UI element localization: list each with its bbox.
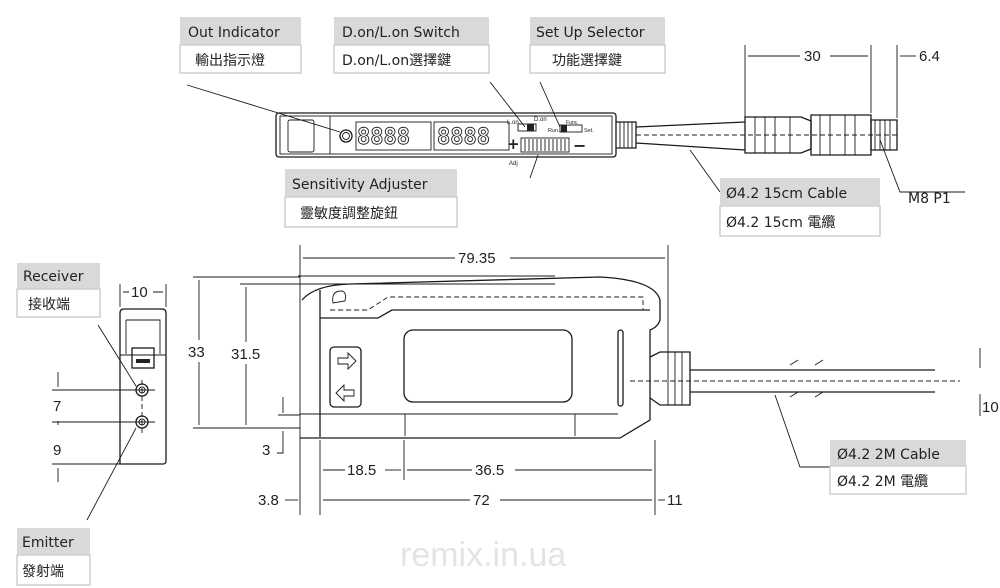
svg-text:Ø4.2 2M 電纜: Ø4.2 2M 電纜 <box>837 473 928 490</box>
dim-rail-offset: 3 <box>262 442 270 459</box>
dim-cable-height: 10 <box>982 399 999 416</box>
side-dimensions: 79.35 33 31.5 3 18.5 36.5 3.8 72 11 10 <box>188 245 999 515</box>
cable-15cm <box>616 121 900 151</box>
sensitivity-adjuster-dial[interactable] <box>520 137 570 153</box>
svg-text:Emitter: Emitter <box>22 535 74 551</box>
svg-text:Out Indicator: Out Indicator <box>188 25 280 41</box>
label-emitter: Emitter 發射端 <box>16 528 91 586</box>
side-view-amplifier <box>298 275 960 439</box>
m8-connector <box>744 114 898 156</box>
minus-label: − <box>573 136 586 155</box>
label-receiver: Receiver 接收端 <box>16 263 101 318</box>
dim-front-width: 10 <box>131 284 148 301</box>
svg-text:功能選擇鍵: 功能選擇鍵 <box>552 53 622 69</box>
dim-hole-bottom: 9 <box>53 442 61 459</box>
plus-label: + <box>507 135 520 153</box>
svg-text:Sensitivity Adjuster: Sensitivity Adjuster <box>292 177 428 193</box>
watermark: remix.in.ua <box>400 536 566 574</box>
svg-text:Set Up Selector: Set Up Selector <box>536 25 645 41</box>
label-cable-2m: Ø4.2 2M Cable Ø4.2 2M 電纜 <box>829 440 967 495</box>
front-view-amplifier: 7 9 10 <box>52 284 167 482</box>
dim-connector-length: 30 <box>804 48 821 65</box>
out-indicator-led-icon <box>339 129 353 143</box>
svg-text:輸出指示燈: 輸出指示燈 <box>195 53 265 69</box>
top-view-amplifier: 8888 8888 L.on D.on Run. Func. Set. + Ad… <box>275 112 900 167</box>
dim-connector-tip: 6.4 <box>919 48 940 65</box>
dim-rail-a: 18.5 <box>347 462 376 479</box>
dim-height-body: 31.5 <box>231 346 260 363</box>
svg-text:靈敏度調整旋鈕: 靈敏度調整旋鈕 <box>300 206 398 222</box>
svg-text:Receiver: Receiver <box>23 269 84 285</box>
label-m8-connector: M8 P1 <box>908 191 951 207</box>
dim-hole-spacing: 7 <box>53 398 61 415</box>
label-out-indicator: Out Indicator 輸出指示燈 <box>179 17 302 74</box>
lon-label: L.on <box>507 120 519 126</box>
setup-selector-switch[interactable] <box>559 124 583 133</box>
arrow-right-icon <box>337 351 357 371</box>
run-label: Run. <box>548 128 560 134</box>
dim-nose: 3.8 <box>258 492 279 509</box>
dim-body-length: 72 <box>473 492 490 509</box>
label-cable-15cm: Ø4.2 15cm Cable Ø4.2 15cm 電纜 <box>719 178 881 237</box>
func-label: Func. <box>566 120 579 126</box>
svg-text:Ø4.2 15cm 電纜: Ø4.2 15cm 電纜 <box>726 214 835 231</box>
dim-overall-length: 79.35 <box>458 250 496 267</box>
svg-text:接收端: 接收端 <box>28 296 70 313</box>
label-setup-selector: Set Up Selector 功能選擇鍵 <box>529 17 666 74</box>
dim-cable-boot: 11 <box>667 492 683 509</box>
arrow-left-icon <box>335 383 355 403</box>
svg-text:Ø4.2 15cm Cable: Ø4.2 15cm Cable <box>726 186 847 202</box>
dim-rail-b: 36.5 <box>475 462 504 479</box>
display-left: 8888 <box>357 125 410 150</box>
display-right: 8888 <box>437 125 490 150</box>
dim-height-total: 33 <box>188 344 205 361</box>
svg-text:D.on/L.on Switch: D.on/L.on Switch <box>342 25 460 41</box>
connector-dimensions: 30 6.4 <box>744 45 940 118</box>
adj-label: Adj <box>509 161 518 167</box>
svg-text:Ø4.2 2M Cable: Ø4.2 2M Cable <box>837 447 940 463</box>
label-don-lon-switch: D.on/L.on Switch D.on/L.on選擇鍵 <box>333 17 490 74</box>
leader-lines <box>86 81 965 521</box>
don-label: D.on <box>534 117 547 123</box>
svg-text:發射端: 發射端 <box>22 564 64 580</box>
set-label: Set. <box>584 128 594 134</box>
svg-text:D.on/L.on選擇鍵: D.on/L.on選擇鍵 <box>342 53 451 69</box>
label-sensitivity-adjuster: Sensitivity Adjuster 靈敏度調整旋鈕 <box>284 169 458 228</box>
